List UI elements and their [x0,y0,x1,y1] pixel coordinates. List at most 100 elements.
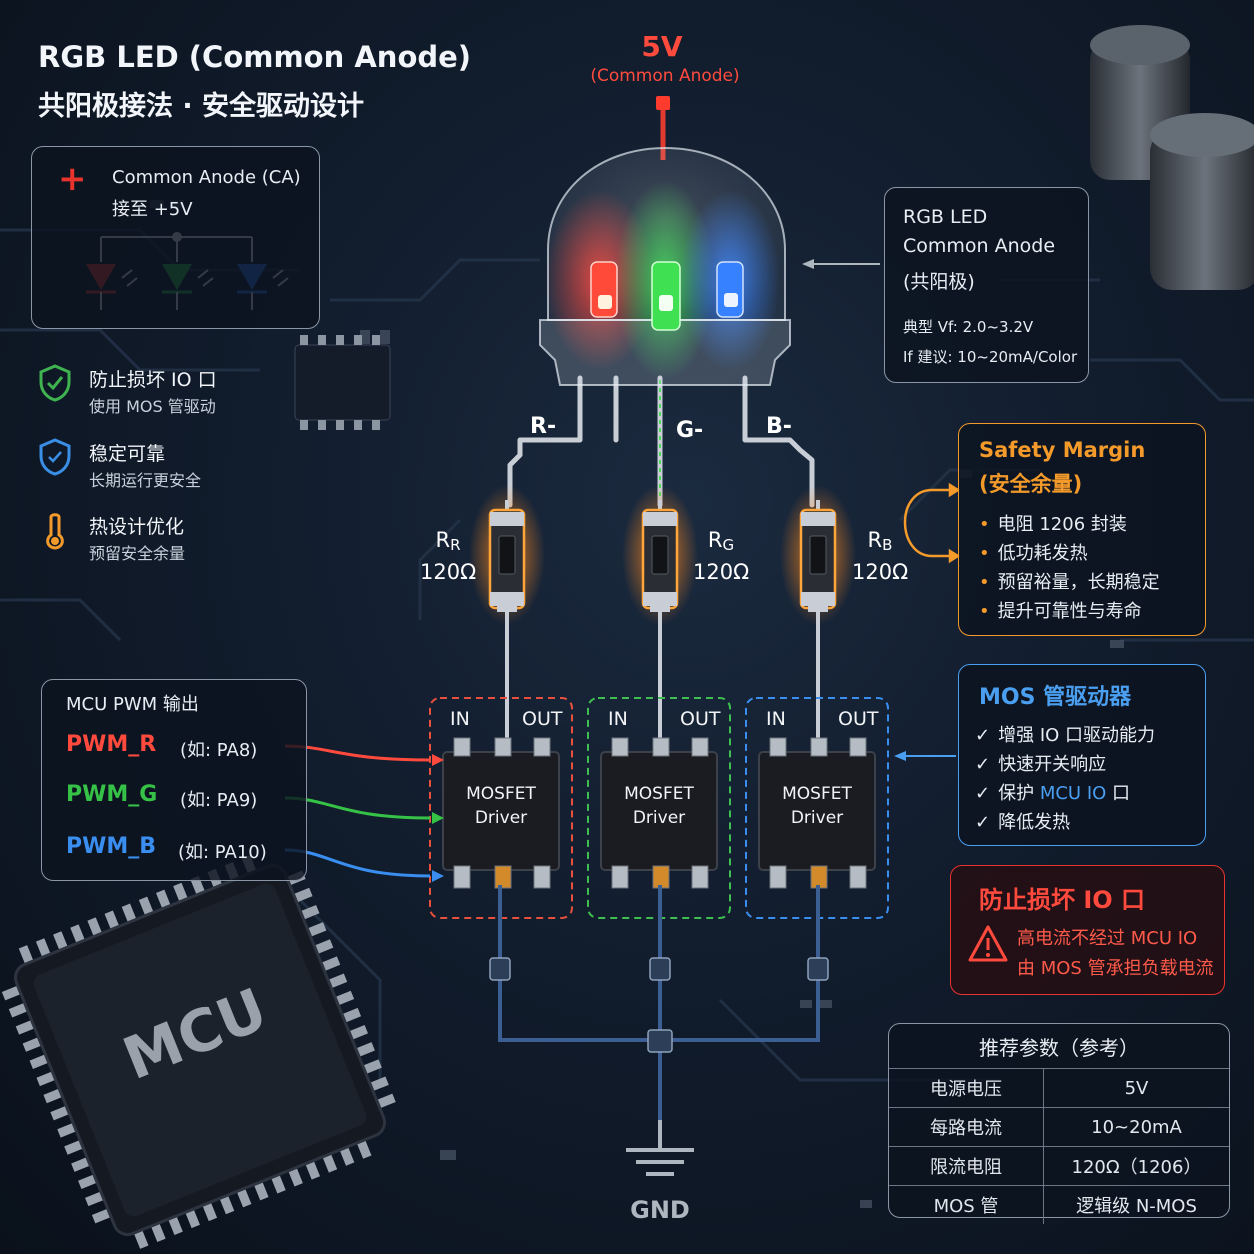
supply-note: (Common Anode) [590,66,740,86]
check-icon: ✓ [975,812,991,833]
gnd-label: GND [630,1196,690,1224]
driver-name-line1: MOSFET [782,784,852,804]
led-info-vf: 典型 Vf: 2.0~3.2V [903,318,1034,336]
feature-title: 热设计优化 [89,516,185,538]
mosfet-driver [429,697,573,919]
rgb-led-dome [539,146,791,386]
safety-item: •低功耗发热 [979,543,1088,564]
safety-item: •预留裕量，长期稳定 [979,572,1160,593]
led-info-pointer [802,259,880,269]
param-value: 120Ω（1206） [1043,1146,1229,1186]
led-info-line1: RGB LED [903,206,988,228]
led-info-line2: Common Anode [903,235,1056,257]
led-info-panel: RGB LED Common Anode (共阳极) 典型 Vf: 2.0~3.… [884,187,1089,383]
gnd-symbol [626,1120,694,1176]
small-ic-decor [294,335,391,430]
resistor-sub: B [882,536,893,554]
param-name: 电源电压 [889,1068,1044,1108]
gnd-wires [498,885,820,1120]
param-name: MOS 管 [889,1185,1044,1224]
driver-name-line2: Driver [632,808,686,828]
driver-out-label: OUT [680,708,721,730]
param-name: 每路电流 [889,1107,1044,1147]
mcu-chip [1,855,396,1249]
bullet-icon: • [979,601,990,622]
driver-name-line1: MOSFET [466,784,536,804]
param-value: 逻辑级 N-MOS [1043,1185,1229,1224]
safety-margin-panel: Safety Margin (安全余量) •电阻 1206 封装•低功耗发热•预… [958,423,1206,636]
resistor-value: 120Ω [420,560,477,584]
led-info-if: If 建议: 10~20mA/Color [903,348,1078,366]
driver-layer [429,697,889,919]
plus-icon: + [58,159,87,199]
feature-title: 稳定可靠 [89,443,166,465]
check-icon: ✓ [975,725,991,746]
param-value: 5V [1043,1068,1229,1108]
wire-label-g: G- [676,418,704,443]
feature-desc: 长期运行更安全 [89,471,202,490]
bullet-icon: • [979,514,990,535]
driver-in-label: IN [766,708,786,730]
ca-subtitle: 接至 +5V [112,199,193,220]
protect-line1: 高电流不经过 MCU IO [1017,928,1198,949]
resistor-name: R [867,528,883,552]
params-row: MOS 管逻辑级 N-MOS [889,1185,1229,1224]
pwm-pin: (如: PA10) [178,842,267,863]
protect-line2: 由 MOS 管承担负载电流 [1017,958,1214,979]
capacitor-decor [1090,25,1254,290]
gnd-nodes [489,957,829,1053]
resistor-sub: G [722,536,735,554]
feature-title: 防止损坏 IO 口 [89,369,217,391]
params-title: 推荐参数（参考） [979,1036,1139,1060]
param-name: 限流电阻 [889,1146,1044,1186]
shield-icon [38,438,72,480]
safety-bracket [903,482,961,564]
param-value: 10~20mA [1043,1107,1229,1147]
pwm-pin: (如: PA8) [180,740,258,761]
resistor-value: 120Ω [693,560,750,584]
protect-io-panel: 防止损坏 IO 口 高电流不经过 MCU IO 由 MOS 管承担负载电流 [950,865,1225,995]
wire-label-b: B- [766,414,792,439]
common-anode-panel: + Common Anode (CA) 接至 +5V [31,146,320,329]
driver-name-line2: Driver [790,808,844,828]
driver-out-label: OUT [838,708,879,730]
bullet-icon: • [979,572,990,593]
resistor-layer [469,485,856,625]
resistor-label: RR 120Ω [420,525,476,587]
driver-in-label: IN [450,708,470,730]
pwm-arrows [284,744,444,882]
ca-title: Common Anode (CA) [112,167,301,188]
driver-name-line2: Driver [474,808,528,828]
driver-name-line1: MOSFET [624,784,694,804]
check-icon: ✓ [975,754,991,775]
resistor-sub: R [450,536,461,554]
protect-title: 防止损坏 IO 口 [979,886,1146,914]
page-subtitle: 共阳极接法 · 安全驱动设计 [38,91,365,122]
driver-out-label: OUT [522,708,563,730]
pwm-pin: (如: PA9) [180,790,258,811]
driver-in-label: IN [608,708,628,730]
resistor-name: R [435,528,451,552]
mos-pointer [894,751,956,761]
resistor [622,485,698,625]
thermometer-icon [38,511,72,555]
mos-item: ✓保护 MCU IO 口 [975,783,1131,804]
pwm-label: PWM_B [66,834,157,859]
safety-item: •提升可靠性与寿命 [979,601,1142,622]
resistor [780,485,856,625]
resistor-value: 120Ω [852,560,909,584]
mos-item: ✓增强 IO 口驱动能力 [975,725,1156,746]
resistor [469,485,545,625]
mos-item: ✓快速开关响应 [975,754,1107,775]
wire-label-r: R- [530,414,557,439]
resistor-label: RB 120Ω [852,525,908,587]
feature-desc: 使用 MOS 管驱动 [89,397,216,416]
mos-driver-panel: MOS 管驱动器 ✓增强 IO 口驱动能力✓快速开关响应✓保护 MCU IO 口… [958,664,1206,846]
mcu-pwm-title: MCU PWM 输出 [66,694,199,715]
res-to-driver-wires [505,608,820,740]
shield-check-icon [38,364,72,406]
